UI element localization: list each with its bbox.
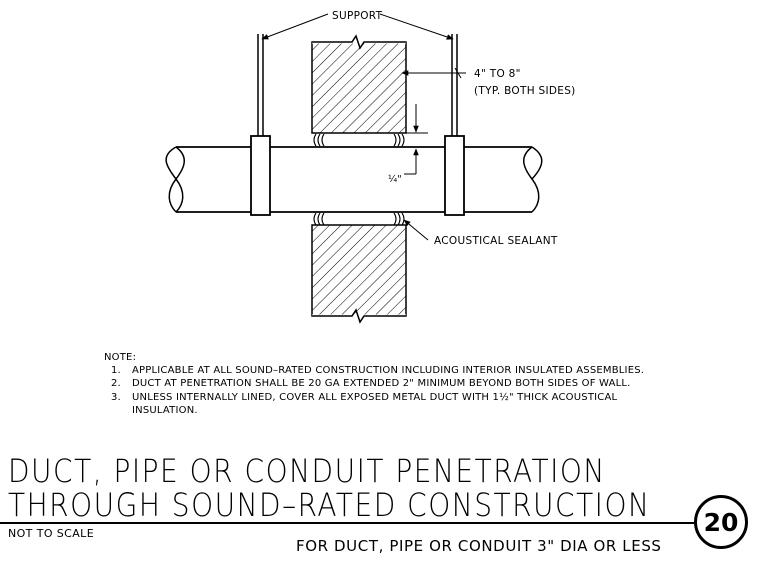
detail-number-badge: 20: [694, 495, 748, 549]
sealant-leader: ACOUSTICAL SEALANT: [403, 219, 558, 247]
gap-label: ¼": [388, 174, 402, 185]
note-text: DUCT AT PENETRATION SHALL BE 20 GA EXTEN…: [132, 378, 631, 390]
duct-pipe: [165, 146, 543, 213]
notes-heading: NOTE:: [104, 352, 137, 363]
acoustical-sealant: [313, 133, 405, 226]
lower-wall: [311, 224, 407, 324]
notes-block: NOTE: 1. APPLICABLE AT ALL SOUND–RATED C…: [104, 351, 652, 417]
sealant-label: ACOUSTICAL SEALANT: [434, 235, 558, 247]
title-underline: [0, 522, 694, 524]
note-number: 3.: [111, 391, 121, 403]
note-text: APPLICABLE AT ALL SOUND–RATED CONSTRUCTI…: [132, 365, 645, 377]
note-number: 1.: [111, 365, 121, 377]
detail-number: 20: [703, 507, 739, 537]
note-item: 3. UNLESS INTERNALLY LINED, COVER ALL EX…: [104, 391, 652, 417]
upper-wall: [311, 34, 407, 134]
support-leader: SUPPORT: [261, 10, 454, 40]
support-label: SUPPORT: [332, 10, 383, 22]
wall-thickness-note: (TYP. BOTH SIDES): [474, 85, 576, 97]
wall-thickness-label: 4" TO 8": [474, 68, 521, 80]
detail-title-line-2: THROUGH SOUND–RATED CONSTRUCTION: [8, 486, 651, 524]
detail-subtitle: FOR DUCT, PIPE OR CONDUIT 3" DIA OR LESS: [296, 537, 662, 555]
note-item: 2. DUCT AT PENETRATION SHALL BE 20 GA EX…: [104, 377, 652, 390]
note-number: 2.: [111, 378, 121, 390]
support-right: [444, 34, 465, 216]
support-left: [250, 34, 271, 216]
note-item: 1. APPLICABLE AT ALL SOUND–RATED CONSTRU…: [104, 364, 652, 377]
gap-dimension: ¼": [388, 104, 428, 185]
detail-title-line-1: DUCT, PIPE OR CONDUIT PENETRATION: [8, 452, 606, 490]
scale-note: NOT TO SCALE: [8, 527, 95, 540]
wall-thickness-callout: 4" TO 8" (TYP. BOTH SIDES): [401, 67, 576, 97]
note-text: UNLESS INTERNALLY LINED, COVER ALL EXPOS…: [132, 391, 618, 416]
